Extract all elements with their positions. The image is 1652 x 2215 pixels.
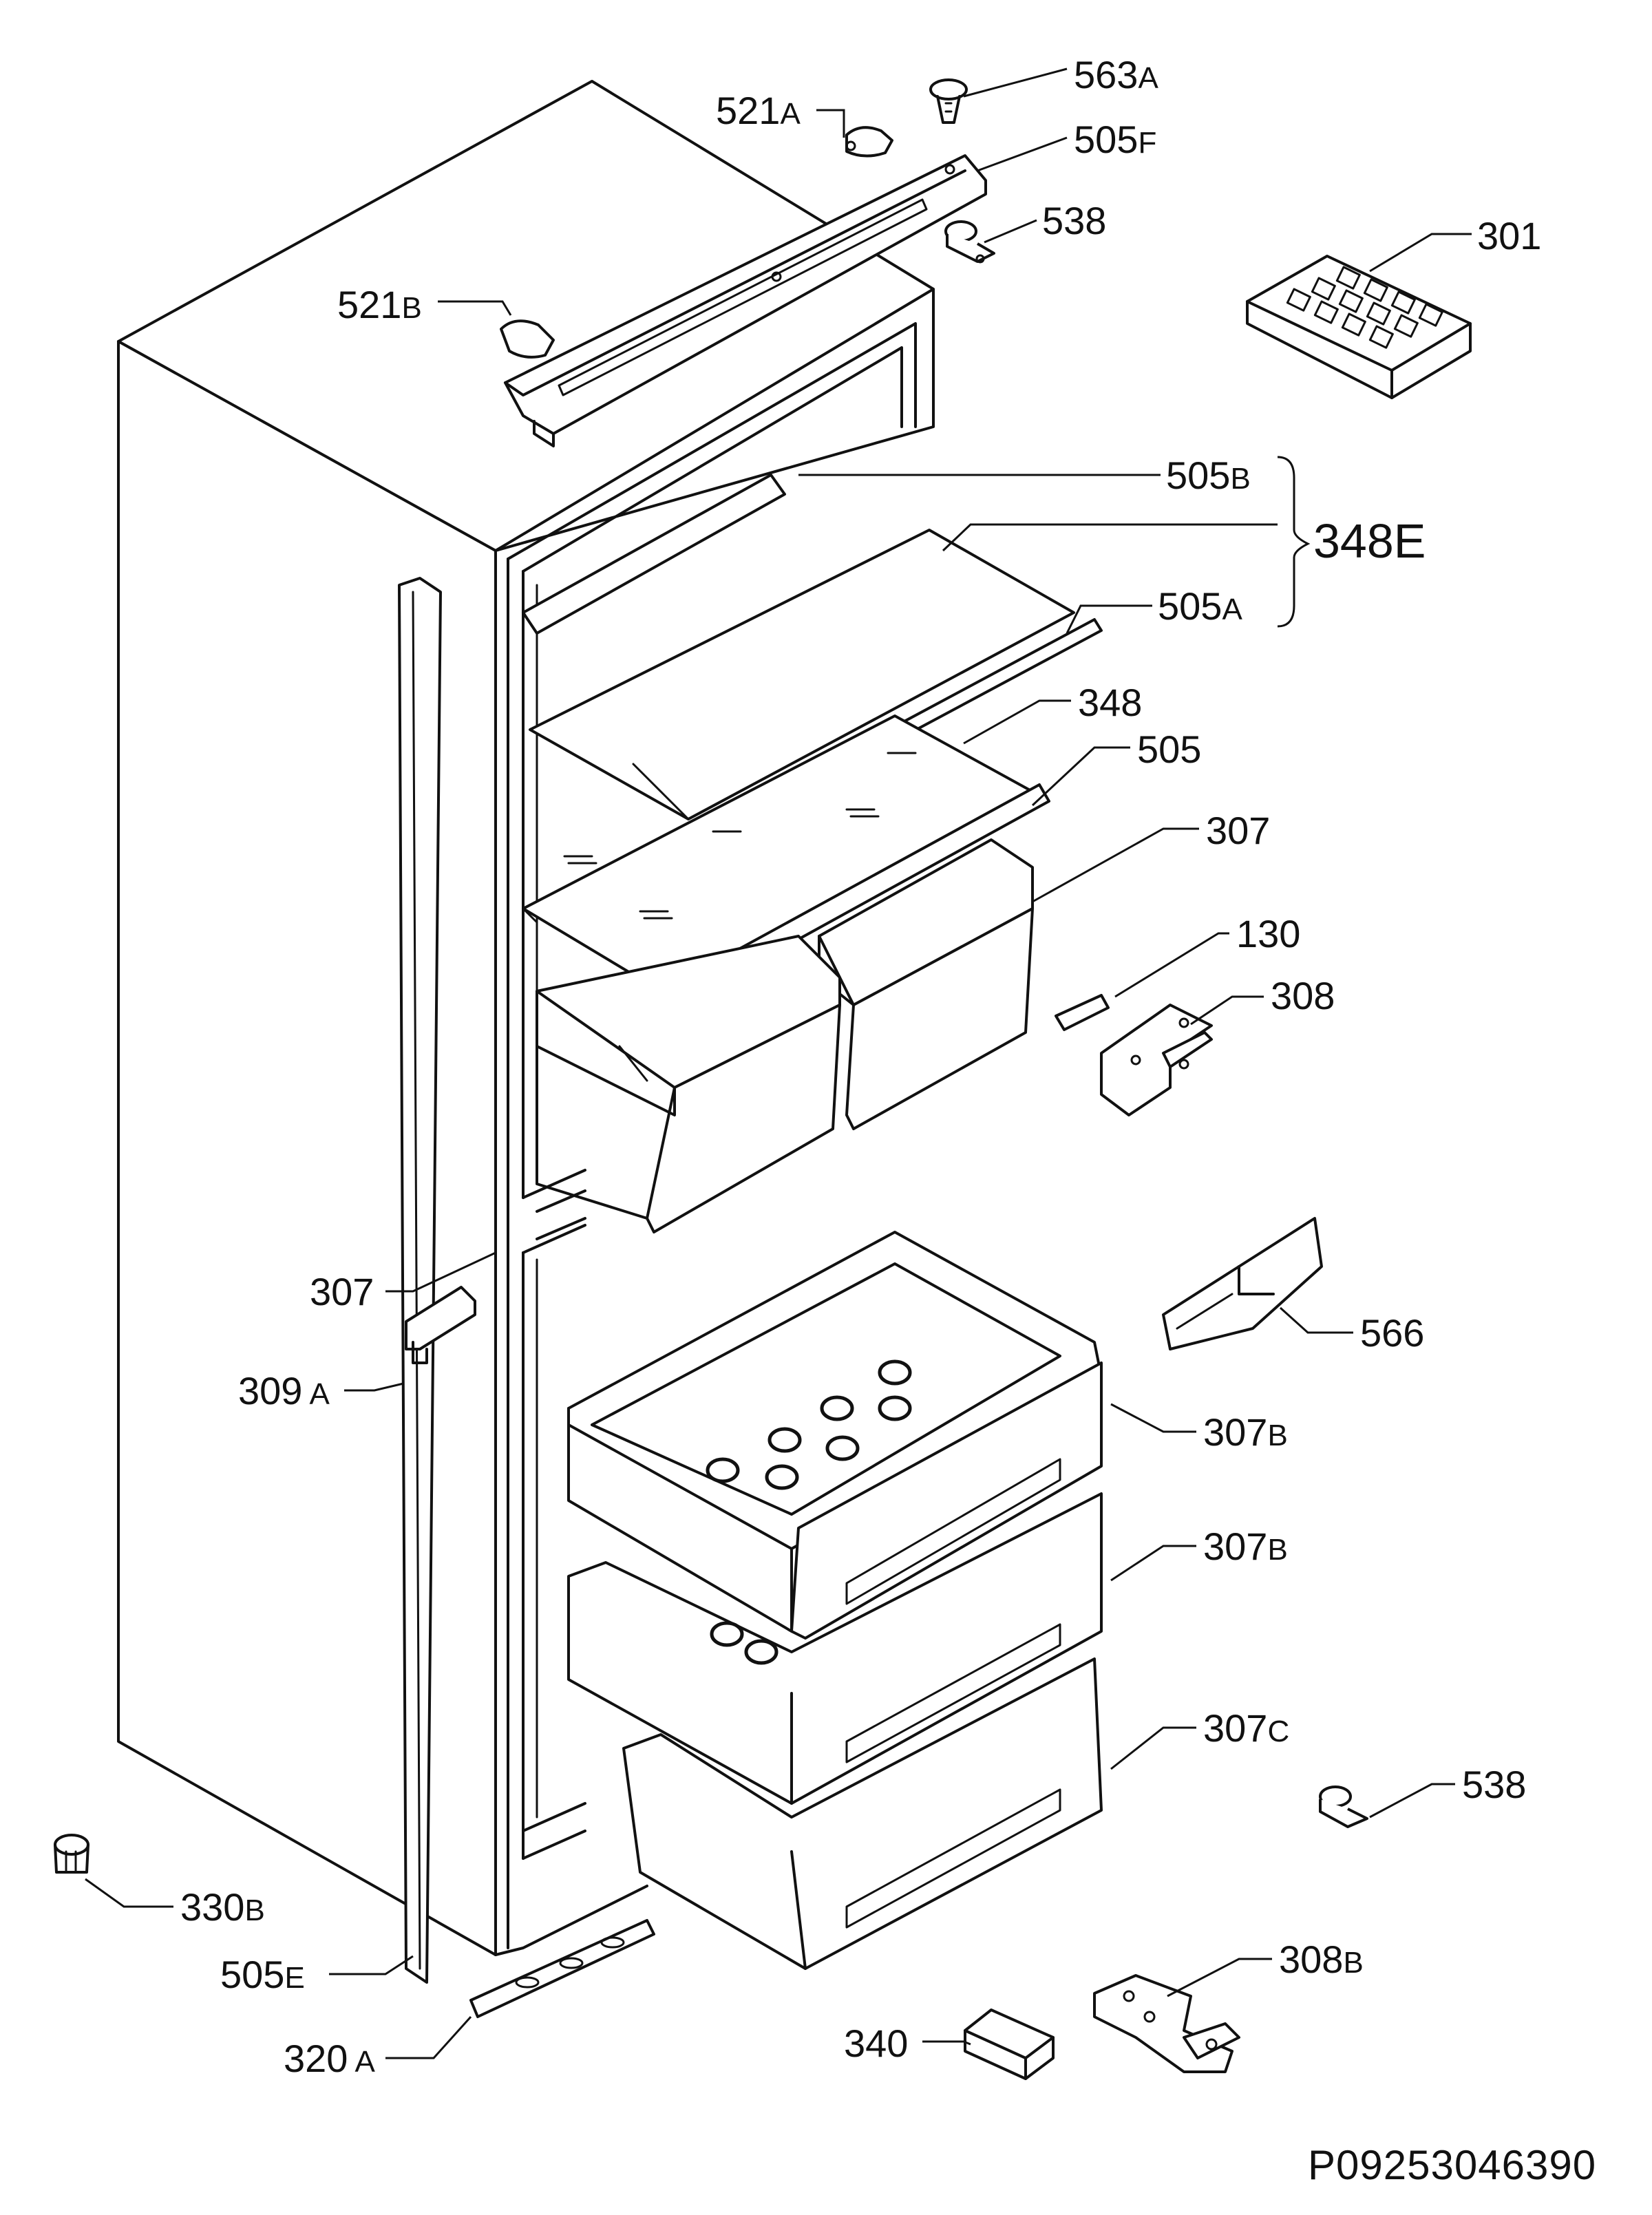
callout-340: 340	[844, 2022, 908, 2065]
glass-shelf-upper	[522, 474, 1103, 838]
callout-348: 348	[1078, 681, 1142, 724]
callout-538-top: 538	[1042, 199, 1106, 242]
upper-drawer-right	[818, 838, 1034, 1130]
callout-521b: 521B	[337, 283, 422, 326]
callout-505f: 505F	[1074, 118, 1156, 161]
callout-307b-1: 307B	[1203, 1410, 1288, 1454]
callout-505: 505	[1137, 728, 1201, 771]
callout-566: 566	[1360, 1311, 1424, 1355]
callout-307-upper: 307	[1206, 809, 1270, 852]
hinge-pin-bottom	[1319, 1785, 1368, 1828]
callout-308b: 308B	[1279, 1938, 1364, 1981]
top-hinge-rail	[504, 154, 987, 447]
callout-330b: 330B	[180, 1885, 265, 1929]
door-gasket-strip	[398, 577, 442, 1984]
drain-holes	[706, 1359, 912, 1490]
foot-330b	[54, 1834, 89, 1874]
hinge-cover-cap	[845, 126, 893, 158]
callout-521a: 521A	[716, 89, 801, 132]
hinge-bracket-308b	[1093, 1974, 1240, 2073]
upper-drawer-left	[536, 935, 841, 1233]
freezer-basket-middle	[567, 1492, 1103, 1805]
freezer-basket-bottom	[622, 1657, 1103, 1970]
screw-part	[929, 78, 968, 124]
callout-307c: 307C	[1203, 1706, 1289, 1750]
callout-505e: 505E	[220, 1953, 305, 1996]
callout-301: 301	[1477, 214, 1541, 257]
leader-lines	[85, 67, 1472, 2059]
hinge-bracket-308	[1100, 1004, 1213, 1116]
hinge-pin-top	[944, 220, 995, 264]
callout-307-left: 307	[310, 1270, 374, 1313]
callout-563a: 563A	[1074, 53, 1158, 96]
door-stop-bracket	[405, 1286, 476, 1364]
door-handle-566	[1162, 1217, 1323, 1350]
hinge-cover-cap-b	[500, 319, 555, 359]
callout-505a: 505A	[1158, 584, 1242, 628]
kickplate-320a	[469, 1919, 655, 2018]
drawing-code: P09253046390	[1308, 2142, 1596, 2188]
callout-308: 308	[1271, 974, 1335, 1017]
switch-340	[964, 2009, 1055, 2080]
callout-130: 130	[1236, 912, 1300, 955]
group-label-348e: 348E	[1313, 514, 1426, 568]
ice-cube-tray	[1246, 255, 1472, 399]
callout-505b: 505B	[1166, 454, 1251, 497]
hinge-cover-130	[1055, 994, 1110, 1031]
callout-labels: 563A 521A 505F 538 301 521B 505B 348E 50…	[180, 53, 1541, 2080]
callout-307b-2: 307B	[1203, 1525, 1288, 1568]
freezer-basket-top	[567, 1231, 1103, 1640]
callout-538-bottom: 538	[1462, 1763, 1526, 1806]
